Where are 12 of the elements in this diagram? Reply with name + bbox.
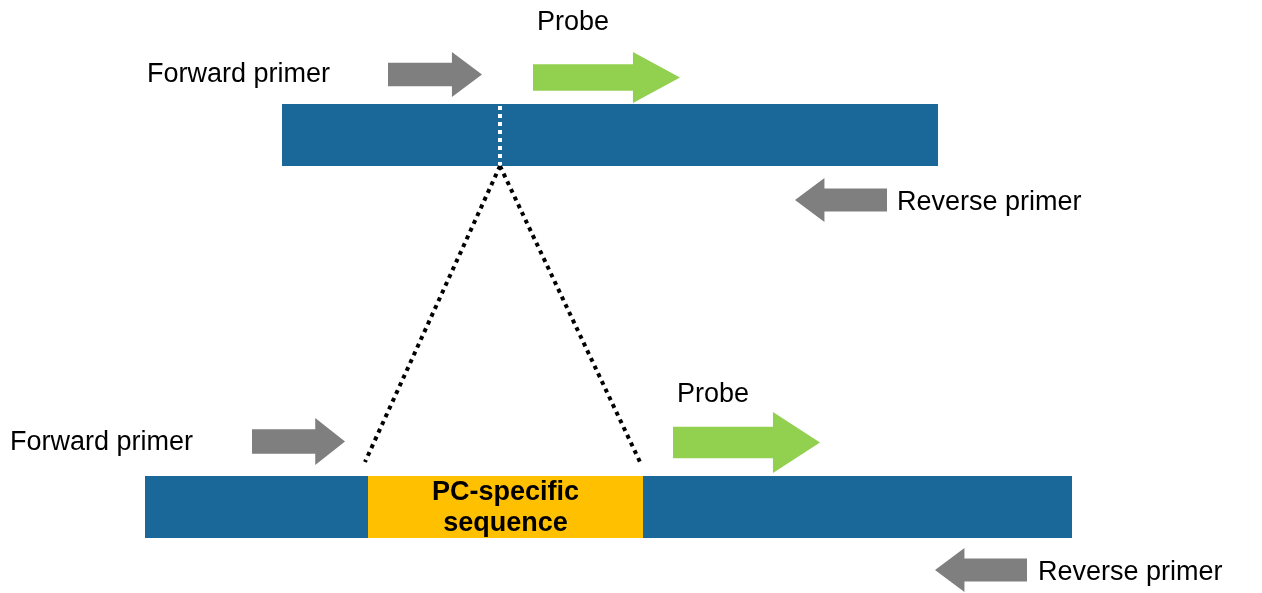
probe-label: Probe bbox=[537, 8, 610, 35]
probe-label: Probe bbox=[677, 380, 750, 407]
primer-label: Reverse primer bbox=[897, 188, 1082, 215]
primer-label: Forward primer bbox=[10, 428, 194, 455]
primer-label: Forward primer bbox=[147, 60, 331, 87]
primer-label: Reverse primer bbox=[1038, 558, 1223, 585]
sequence-box bbox=[368, 476, 643, 538]
dna-bar bbox=[282, 104, 938, 166]
dotted-line bbox=[363, 165, 502, 463]
sequence-label: PC-specific sequence bbox=[430, 475, 581, 539]
dotted-line bbox=[498, 165, 642, 463]
dna-bar bbox=[145, 476, 1072, 538]
